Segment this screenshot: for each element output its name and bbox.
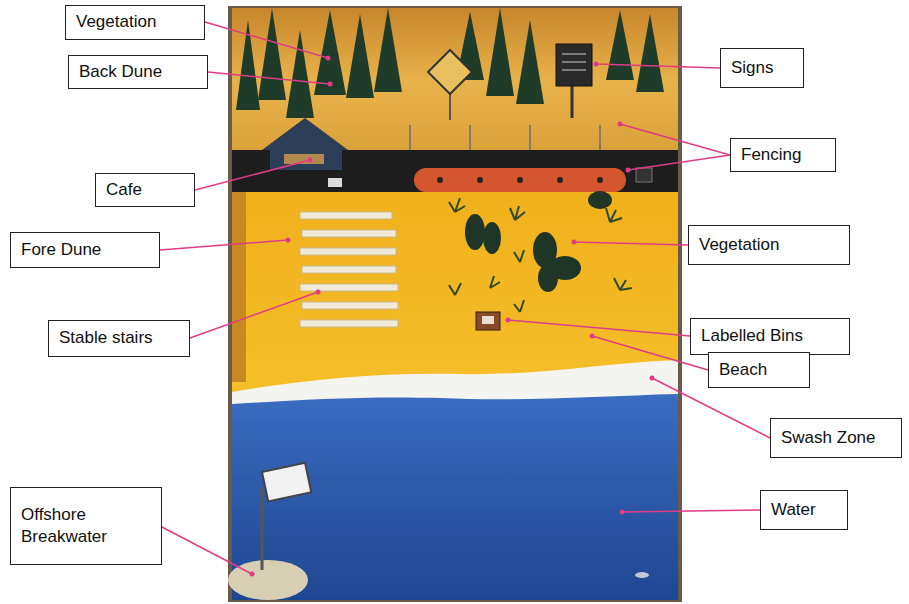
callout-label: Back Dune: [79, 61, 162, 83]
callout-box: Beach: [708, 352, 810, 388]
callout-box: Labelled Bins: [690, 318, 850, 355]
callout-box: Signs: [720, 48, 804, 88]
callout-label: Stable stairs: [59, 327, 153, 349]
callout-label: Water: [771, 499, 816, 521]
callout-label: Fore Dune: [21, 239, 101, 261]
callout-label: Vegetation: [76, 11, 156, 33]
callout-box: Stable stairs: [48, 320, 190, 357]
callout-label: Vegetation: [699, 234, 779, 256]
callout-box: Offshore Breakwater: [10, 487, 162, 565]
callout-label: Beach: [719, 359, 767, 381]
callout-box: Fencing: [730, 138, 836, 172]
callout-label: Signs: [731, 57, 774, 79]
callout-box: Water: [760, 490, 848, 530]
callout-box: Vegetation: [65, 5, 205, 40]
callout-box: Swash Zone: [770, 418, 902, 458]
callout-box: Fore Dune: [10, 232, 160, 268]
callout-box: Vegetation: [688, 225, 850, 265]
callout-label: Labelled Bins: [701, 325, 803, 347]
callout-label: Fencing: [741, 144, 801, 166]
callout-label: Offshore Breakwater: [21, 504, 151, 548]
callout-label: Cafe: [106, 179, 142, 201]
callout-box: Cafe: [95, 173, 195, 207]
callout-box: Back Dune: [68, 55, 208, 89]
callout-label: Swash Zone: [781, 427, 876, 449]
